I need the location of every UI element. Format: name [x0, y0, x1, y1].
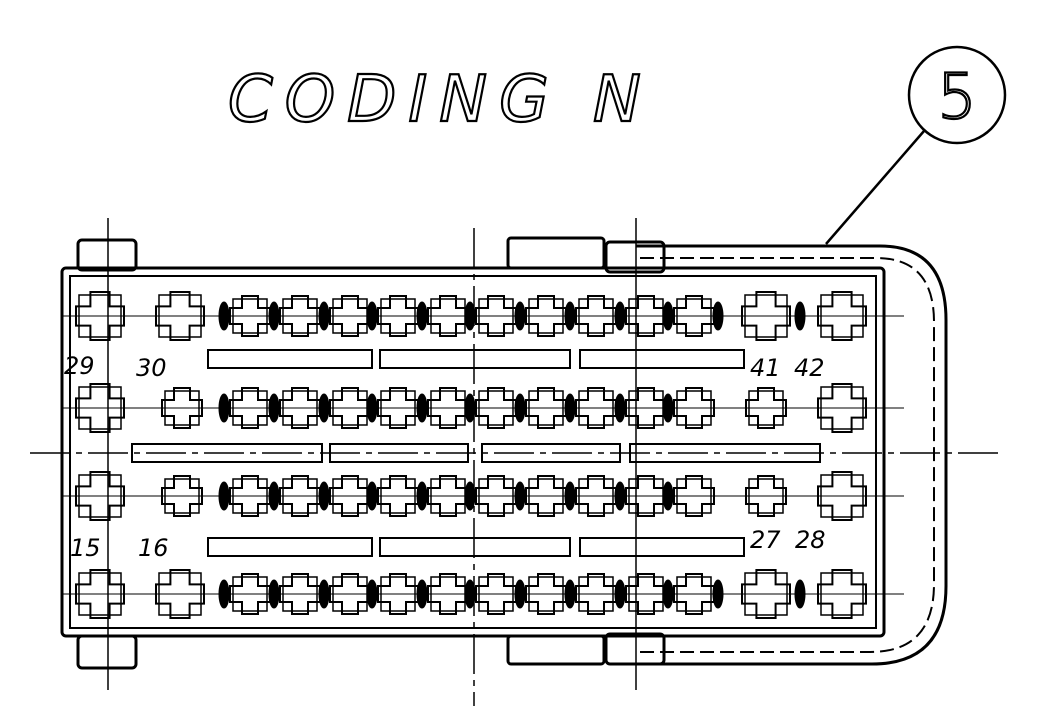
- cavity-r1-0: [229, 573, 271, 615]
- cavity-edge-left-r1: [75, 569, 125, 619]
- pin-label-28: 28: [795, 526, 826, 554]
- cavity-mid-r1-7: [575, 475, 617, 517]
- pin-label-41: 41: [750, 354, 781, 382]
- leader-line: [825, 130, 925, 245]
- slot-top-2: [579, 349, 745, 369]
- pin-labels: 29 30 41 42 15 16 27 28: [64, 352, 826, 562]
- cavity-edge-left2-r0: [155, 291, 205, 341]
- cavity-edge-right-r1: [741, 569, 791, 619]
- cavity-edge-left-r0: [75, 291, 125, 341]
- cavity-r1-1: [279, 573, 321, 615]
- cavity-r0-5: [475, 295, 517, 337]
- cavity-r1-8: [625, 573, 667, 615]
- pin-label-30: 30: [136, 354, 167, 382]
- cavity-mid-r1-3: [377, 475, 419, 517]
- slot-top-0: [207, 349, 373, 369]
- cavity-mid-r0-7: [575, 387, 617, 429]
- cavity-mid-left2-r0: [161, 387, 203, 429]
- slot-top-1: [379, 349, 571, 369]
- housing-outer: [60, 266, 886, 638]
- cavity-mid-right2-r0: [817, 383, 867, 433]
- cavity-r0-2: [329, 295, 371, 337]
- cavity-mid-left-r1: [75, 471, 125, 521]
- drawing-title: CODING N: [228, 63, 653, 137]
- cavity-edge-right2-r1: [817, 569, 867, 619]
- cavity-mid-r1-5: [475, 475, 517, 517]
- pin-label-42: 42: [794, 354, 825, 382]
- cavity-mid-r0-1: [279, 387, 321, 429]
- cavity-mid-right2-r1: [817, 471, 867, 521]
- cavity-edge-right-r0: [741, 291, 791, 341]
- pin-label-29: 29: [64, 352, 95, 380]
- cavity-r1-7: [575, 573, 617, 615]
- callout-5: 5: [825, 45, 1007, 245]
- cavity-mid-right-r1: [745, 475, 787, 517]
- cavity-r0-8: [625, 295, 667, 337]
- cavity-mid-r1-0: [229, 475, 271, 517]
- cavity-mid-r0-5: [475, 387, 517, 429]
- bottom-boss-right: [604, 632, 666, 666]
- cavity-r1-6: [525, 573, 567, 615]
- slot-bottom-2: [579, 537, 745, 557]
- cavity-r0-6: [525, 295, 567, 337]
- cavity-r0-4: [427, 295, 469, 337]
- cavity-edge-left2-r1: [155, 569, 205, 619]
- housing-inner: [69, 275, 877, 629]
- pin-label-15: 15: [70, 534, 101, 562]
- connector-body: [30, 218, 1000, 706]
- cavity-r1-3: [377, 573, 419, 615]
- cavity-mid-r1-6: [525, 475, 567, 517]
- cavity-r1-9: [673, 573, 715, 615]
- top-boss-left: [76, 238, 138, 272]
- cavity-mid-r0-8: [625, 387, 667, 429]
- bottom-tab-mid: [506, 634, 606, 666]
- cavity-mid-r1-4: [427, 475, 469, 517]
- top-boss-right: [604, 240, 666, 274]
- cavity-mid-r0-4: [427, 387, 469, 429]
- circle-callout-icon: [907, 45, 1007, 145]
- cavity-r1-4: [427, 573, 469, 615]
- cavity-r0-0: [229, 295, 271, 337]
- cavity-mid-left-r0: [75, 383, 125, 433]
- cavity-r0-9: [673, 295, 715, 337]
- top-tab-mid: [506, 236, 606, 270]
- cavity-r0-1: [279, 295, 321, 337]
- cavity-mid-r0-3: [377, 387, 419, 429]
- cavity-mid-r1-9: [673, 475, 715, 517]
- bottom-boss-left: [76, 634, 138, 670]
- cavity-mid-r0-0: [229, 387, 271, 429]
- pin-label-27: 27: [750, 526, 781, 554]
- cavity-mid-r1-1: [279, 475, 321, 517]
- cavity-mid-r0-9: [673, 387, 715, 429]
- cavity-r0-3: [377, 295, 419, 337]
- slot-bottom-0: [207, 537, 373, 557]
- cavity-mid-r1-8: [625, 475, 667, 517]
- cavity-edge-right2-r0: [817, 291, 867, 341]
- cavity-mid-right-r0: [745, 387, 787, 429]
- cavity-mid-r0-2: [329, 387, 371, 429]
- slot-bottom-1: [379, 537, 571, 557]
- cavity-mid-r1-2: [329, 475, 371, 517]
- pin-label-16: 16: [138, 534, 169, 562]
- cavity-r0-7: [575, 295, 617, 337]
- callout-number: 5: [937, 60, 976, 133]
- cavity-r1-5: [475, 573, 517, 615]
- cavity-r1-2: [329, 573, 371, 615]
- cavity-mid-left2-r1: [161, 475, 203, 517]
- cavity-mid-r0-6: [525, 387, 567, 429]
